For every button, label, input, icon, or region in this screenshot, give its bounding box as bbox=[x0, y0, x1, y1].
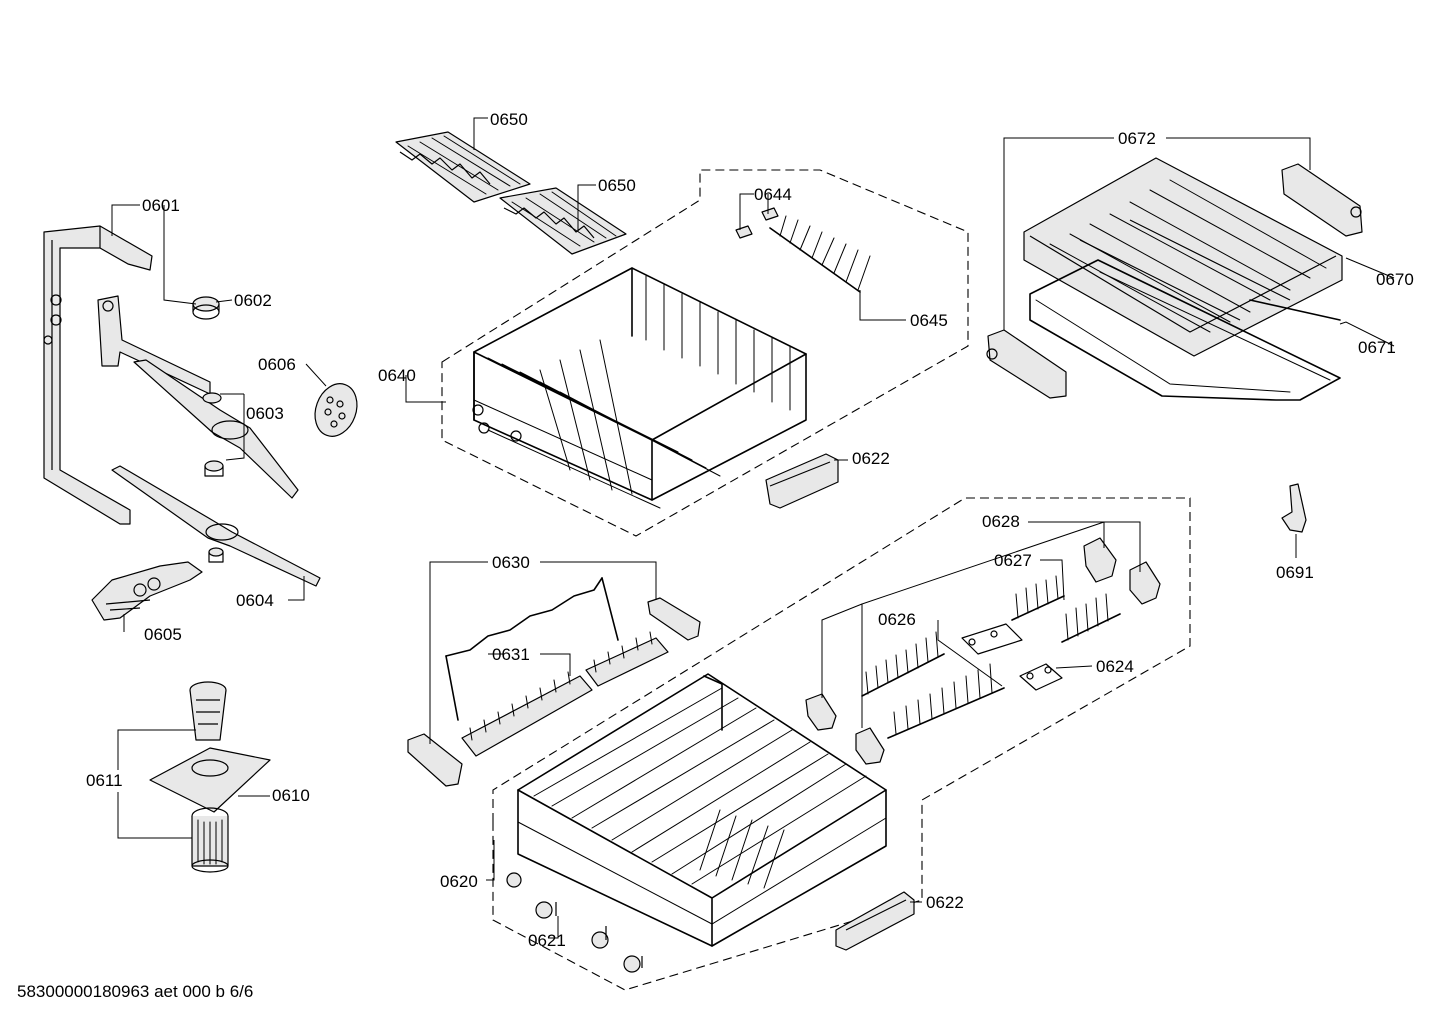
label-0604: 0604 bbox=[236, 591, 274, 610]
label-0650-second: 0650 bbox=[598, 176, 636, 195]
part-labels: 0601 0602 0603 0604 0605 0606 0610 0611 … bbox=[86, 110, 1414, 950]
label-0650-first: 0650 bbox=[490, 110, 528, 129]
upper-rack-assembly-outline bbox=[441, 169, 969, 537]
folding-insert-part-2 bbox=[585, 631, 669, 687]
lower-rack-assembly-outline bbox=[492, 497, 1191, 991]
document-number: 58300000180963 aet 000 b 6/6 bbox=[17, 982, 253, 1001]
label-0628: 0628 bbox=[982, 512, 1020, 531]
cutlery-insert-part bbox=[395, 131, 531, 203]
small-clip-part bbox=[1281, 483, 1307, 533]
label-0631: 0631 bbox=[492, 645, 530, 664]
label-0626: 0626 bbox=[878, 610, 916, 629]
label-0627: 0627 bbox=[994, 551, 1032, 570]
clip-part bbox=[735, 207, 779, 239]
label-0601: 0601 bbox=[142, 196, 180, 215]
cover-plate-part bbox=[91, 561, 203, 621]
upper-handle-part bbox=[765, 453, 839, 509]
wheel-part bbox=[506, 872, 643, 973]
hinge-part bbox=[805, 537, 1161, 765]
label-0620: 0620 bbox=[440, 872, 478, 891]
label-0606: 0606 bbox=[258, 355, 296, 374]
label-0671: 0671 bbox=[1358, 338, 1396, 357]
label-0622-lower: 0622 bbox=[926, 893, 964, 912]
supply-pipe-part bbox=[43, 225, 153, 525]
label-0602: 0602 bbox=[234, 291, 272, 310]
folding-tines-part bbox=[861, 631, 1005, 739]
tine-rack-part bbox=[769, 215, 871, 293]
lower-handle-part bbox=[835, 891, 915, 951]
folding-insert-part bbox=[461, 671, 593, 757]
label-0610: 0610 bbox=[272, 786, 310, 805]
label-0622-upper: 0622 bbox=[852, 449, 890, 468]
filter-disc-part bbox=[314, 383, 358, 437]
wire-holder-part bbox=[407, 577, 701, 787]
drawer-frame-part bbox=[1029, 259, 1341, 401]
label-0621: 0621 bbox=[528, 931, 566, 950]
cutlery-insert-part-2 bbox=[499, 187, 627, 255]
nut-part bbox=[192, 296, 220, 320]
label-0645: 0645 bbox=[910, 311, 948, 330]
upper-spray-arm-part bbox=[133, 359, 299, 499]
leader-lines bbox=[111, 117, 1395, 939]
lower-basket-part bbox=[517, 673, 887, 947]
label-0611: 0611 bbox=[86, 771, 123, 790]
drawer-side-rail-part bbox=[1281, 163, 1363, 237]
upper-basket-part bbox=[472, 267, 807, 509]
tine-section-part bbox=[1011, 575, 1121, 643]
cylinder-filter-part bbox=[191, 807, 229, 873]
label-0640: 0640 bbox=[378, 366, 416, 385]
label-0630: 0630 bbox=[492, 553, 530, 572]
label-0624: 0624 bbox=[1096, 657, 1134, 676]
micro-filter-part bbox=[149, 681, 271, 813]
small-clips-part bbox=[961, 623, 1063, 691]
lower-spray-arm-part bbox=[111, 465, 321, 587]
label-0670: 0670 bbox=[1376, 270, 1414, 289]
drawer-side-rail-part-2 bbox=[986, 329, 1067, 399]
label-0691: 0691 bbox=[1276, 563, 1314, 582]
label-0644: 0644 bbox=[754, 185, 792, 204]
label-0605: 0605 bbox=[144, 625, 182, 644]
label-0672: 0672 bbox=[1118, 129, 1156, 148]
label-0603: 0603 bbox=[246, 404, 284, 423]
